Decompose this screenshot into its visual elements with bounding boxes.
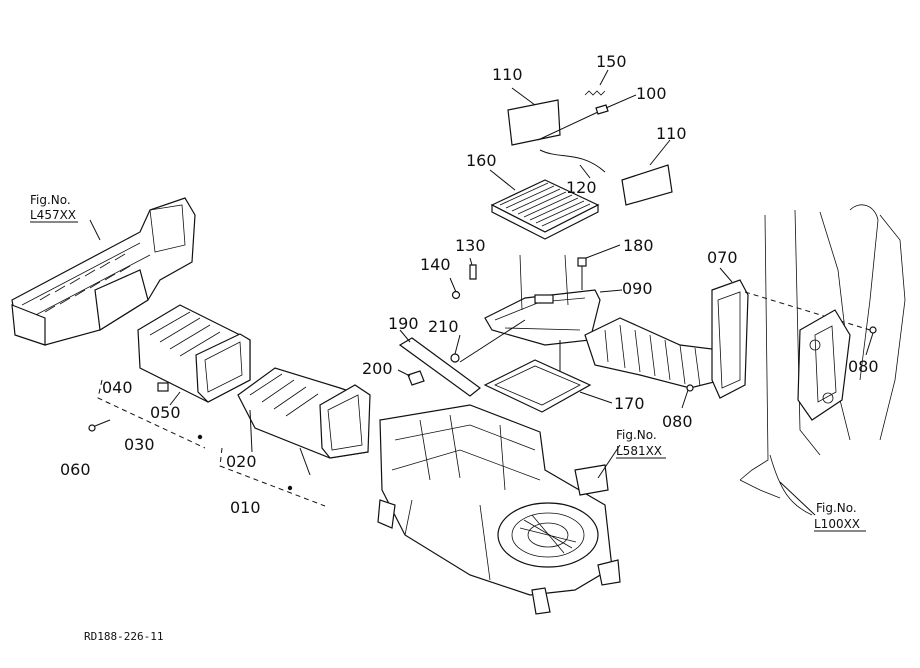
label-060: 060: [60, 460, 91, 479]
screw-060: [88, 419, 111, 432]
filter-160: [489, 169, 600, 240]
pad-110-right: [621, 164, 673, 206]
bracket-030: [97, 379, 206, 449]
label-040: 040: [102, 378, 133, 397]
label-110-right: 110: [656, 124, 687, 143]
drawing-code: RD188-226-11: [84, 630, 163, 643]
bracket-010: [219, 447, 326, 507]
label-010: 010: [230, 498, 261, 517]
bellows-020: [237, 367, 371, 459]
duct-l457xx: [11, 197, 196, 346]
knob-200: [397, 369, 425, 386]
label-090: 090: [622, 279, 653, 298]
label-130: 130: [455, 236, 486, 255]
label-150: 150: [596, 52, 627, 71]
clip-130: [469, 257, 477, 280]
label-030: 030: [124, 435, 155, 454]
screw-080-a: [681, 384, 694, 409]
gasket-170: [483, 359, 613, 413]
label-200: 200: [362, 359, 393, 378]
label-080-mid: 080: [662, 412, 693, 431]
heater-unit: [377, 404, 621, 615]
label-190: 190: [388, 314, 419, 333]
label-020: 020: [226, 452, 257, 471]
label-170: 170: [614, 394, 645, 413]
figref-left-line2: L457XX: [30, 208, 76, 222]
bracket-090: [484, 254, 623, 346]
frame-l100xx: [739, 204, 906, 516]
bellows-040: [137, 304, 251, 403]
screw-140: [449, 277, 461, 300]
figref-right-line1: Fig.No.: [816, 501, 857, 515]
bolt-180: [577, 244, 621, 290]
label-050: 050: [150, 403, 181, 422]
figref-mid-line1: Fig.No.: [616, 428, 657, 442]
hose-070: [584, 267, 749, 399]
label-140: 140: [420, 255, 451, 274]
label-100: 100: [636, 84, 667, 103]
spring-150: [584, 69, 609, 96]
label-180: 180: [623, 236, 654, 255]
label-210: 210: [428, 317, 459, 336]
panel-190: [398, 329, 481, 397]
figref-right-line2: L100XX: [814, 517, 860, 531]
label-080-right: 080: [848, 357, 879, 376]
label-160: 160: [466, 151, 497, 170]
figref-left-line1: Fig.No.: [30, 193, 71, 207]
label-070: 070: [707, 248, 738, 267]
figref-mid-line2: L581XX: [616, 444, 662, 458]
label-120: 120: [566, 178, 597, 197]
label-110-top: 110: [492, 65, 523, 84]
washer-210: [450, 319, 526, 363]
screw-080-b: [865, 326, 877, 356]
pad-110-left: [507, 99, 561, 146]
cable-100: [537, 94, 637, 173]
